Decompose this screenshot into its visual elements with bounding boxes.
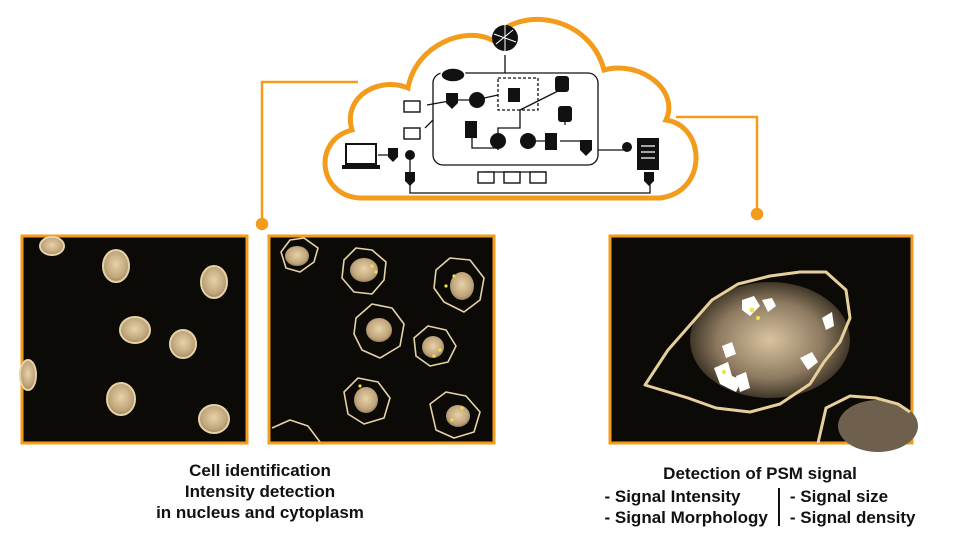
microscopy-panel-cells [267,234,496,445]
caption-line: Intensity detection [184,482,336,501]
psm-caption-title: Detection of PSM signal [663,464,857,483]
psm-caption-col-left: - Signal Intensity - Signal Morphology [604,486,767,528]
psm-signal-caption: Detection of PSM signal - Signal Intensi… [575,463,945,528]
caption-line: in nucleus and cytoplasm [156,503,364,522]
psm-caption-columns: - Signal Intensity - Signal Morphology -… [575,486,945,528]
connector-right [676,115,764,221]
hub-icon [469,92,536,149]
info-icon [405,142,632,160]
caption-bullet: - Signal Intensity [604,487,741,506]
caption-bullet: - Signal Morphology [604,508,768,527]
database-icon [555,76,572,122]
server-icon [465,88,659,170]
laptop-icon [342,143,380,169]
psm-caption-col-right: - Signal size - Signal density [790,486,916,528]
caption-line: Cell identification [189,461,331,480]
globe-icon [492,25,518,51]
microscopy-panel-psm-signal [608,234,918,452]
hub-icon [440,67,466,83]
caption-divider [777,488,780,526]
connector-left [255,80,358,231]
microscopy-panel-nuclei [19,234,249,445]
caption-bullet: - Signal size [789,487,889,506]
caption-bullet: - Signal density [789,508,916,527]
cell-identification-caption: Cell identification Intensity detection … [110,460,410,523]
computer-icon [403,100,547,184]
shield-icon [388,93,654,186]
